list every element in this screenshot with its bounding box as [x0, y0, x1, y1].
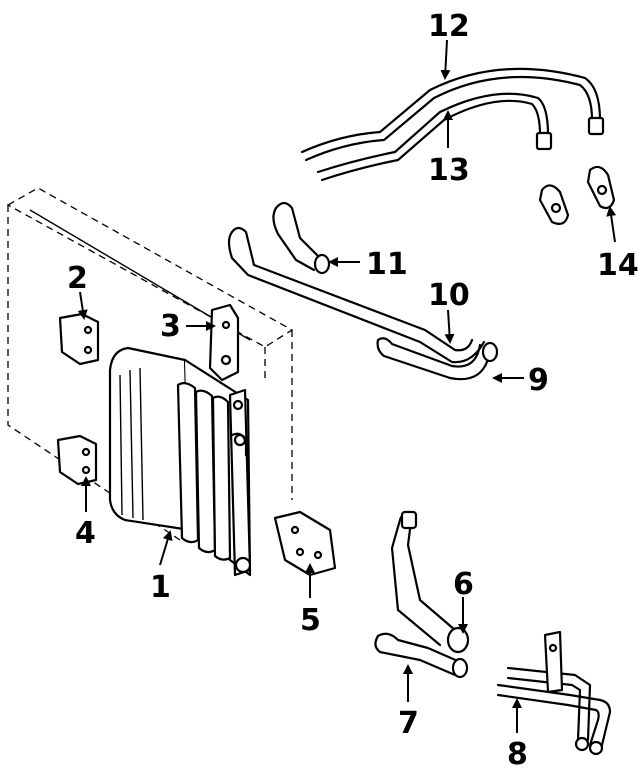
- callout-5: 5: [300, 603, 321, 638]
- return-hose: [376, 337, 499, 381]
- callout-4: 4: [75, 516, 96, 551]
- bracket-upper-left: [58, 312, 100, 366]
- callout-8: 8: [507, 737, 528, 772]
- inlet-hose: [390, 510, 470, 654]
- callout-1: 1: [150, 570, 171, 605]
- callout-3: 3: [160, 309, 181, 344]
- leader-lines: [77, 39, 617, 733]
- hose-fittings: [538, 165, 616, 225]
- pipe-assembly: [496, 630, 612, 756]
- callout-2: 2: [67, 261, 88, 296]
- long-hose: [227, 226, 486, 364]
- callout-10: 10: [428, 278, 470, 313]
- callout-12: 12: [428, 9, 470, 44]
- oil-cooler: [108, 346, 252, 577]
- bracket-lower-left: [56, 434, 98, 486]
- callout-6: 6: [453, 567, 474, 602]
- cooler-tube-upper: [300, 67, 605, 162]
- callout-9: 9: [528, 363, 549, 398]
- callout-13: 13: [428, 153, 470, 188]
- callout-7: 7: [398, 706, 419, 741]
- callout-14: 14: [597, 248, 639, 283]
- callout-labels: 1 2 3 4 5 6 7 8 9 10 11 12 13 14: [67, 9, 639, 772]
- bracket-upper-right: [208, 303, 240, 382]
- short-hose: [272, 201, 331, 275]
- cooler-tube-lower: [316, 92, 553, 182]
- outlet-hose: [374, 632, 469, 679]
- callout-11: 11: [366, 247, 408, 282]
- bracket-lower-right: [273, 510, 337, 577]
